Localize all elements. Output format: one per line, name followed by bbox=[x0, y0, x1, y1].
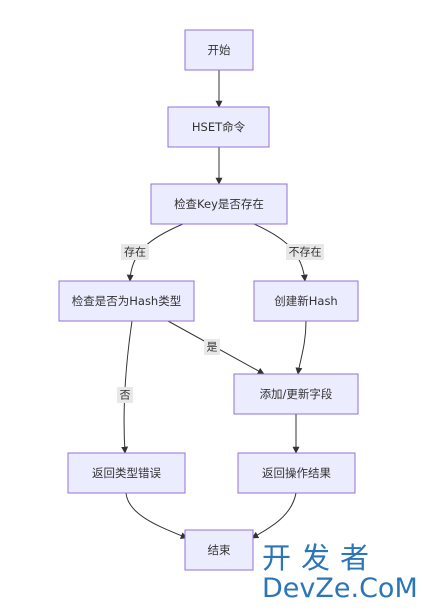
node-create-hash: 创建新Hash bbox=[253, 280, 359, 322]
node-box bbox=[150, 183, 288, 225]
watermark-text-en: DevZe.CoM bbox=[262, 573, 418, 604]
node-type-error: 返回类型错误 bbox=[67, 452, 186, 494]
edge-line bbox=[295, 320, 307, 375]
edge-label: 是 bbox=[204, 339, 220, 355]
edge-create_hash-to-add_update bbox=[295, 320, 307, 375]
node-box bbox=[233, 373, 359, 415]
edge-label-text: 是 bbox=[207, 341, 218, 354]
edge-label-text: 不存在 bbox=[289, 245, 322, 259]
node-hset: HSET命令 bbox=[167, 106, 270, 148]
node-label: 返回操作结果 bbox=[262, 466, 331, 480]
node-check-key: 检查Key是否存在 bbox=[150, 183, 288, 225]
edge-label-bg bbox=[121, 244, 149, 260]
edge-type_error-to-end bbox=[125, 492, 188, 539]
node-label: 检查是否为Hash类型 bbox=[72, 294, 181, 308]
edge-label: 存在 bbox=[121, 244, 149, 260]
node-label: 结束 bbox=[208, 543, 231, 557]
node-label: 检查Key是否存在 bbox=[174, 197, 264, 211]
edge-label-text: 否 bbox=[120, 389, 131, 402]
edge-label-bg bbox=[204, 339, 220, 355]
edge-op_result-to-end bbox=[251, 492, 297, 539]
edge-line bbox=[251, 492, 297, 539]
watermark-text-cn: 开发者 bbox=[262, 541, 380, 575]
node-box bbox=[237, 452, 356, 494]
node-box bbox=[58, 280, 195, 322]
edge-label-text: 存在 bbox=[124, 245, 146, 259]
node-add-update: 添加/更新字段 bbox=[233, 373, 359, 415]
node-box bbox=[67, 452, 186, 494]
node-label: 返回类型错误 bbox=[92, 466, 161, 480]
node-end: 结束 bbox=[184, 529, 254, 571]
edge-label: 否 bbox=[117, 387, 133, 403]
node-label: 创建新Hash bbox=[274, 294, 337, 308]
watermark-logo: 开发者 DevZe.CoM bbox=[262, 541, 418, 604]
edge-label: 不存在 bbox=[286, 244, 324, 260]
node-start: 开始 bbox=[184, 29, 254, 71]
node-box bbox=[167, 106, 270, 148]
edge-line bbox=[125, 492, 188, 539]
edge-label-bg bbox=[286, 244, 324, 260]
edge-label-bg bbox=[117, 387, 133, 403]
node-label: 添加/更新字段 bbox=[260, 387, 333, 401]
node-label: 开始 bbox=[208, 43, 231, 57]
node-check-hash: 检查是否为Hash类型 bbox=[58, 280, 195, 322]
node-label: HSET命令 bbox=[192, 120, 246, 134]
node-box bbox=[184, 529, 254, 571]
node-op-result: 返回操作结果 bbox=[237, 452, 356, 494]
node-box bbox=[253, 280, 359, 322]
node-box bbox=[184, 29, 254, 71]
